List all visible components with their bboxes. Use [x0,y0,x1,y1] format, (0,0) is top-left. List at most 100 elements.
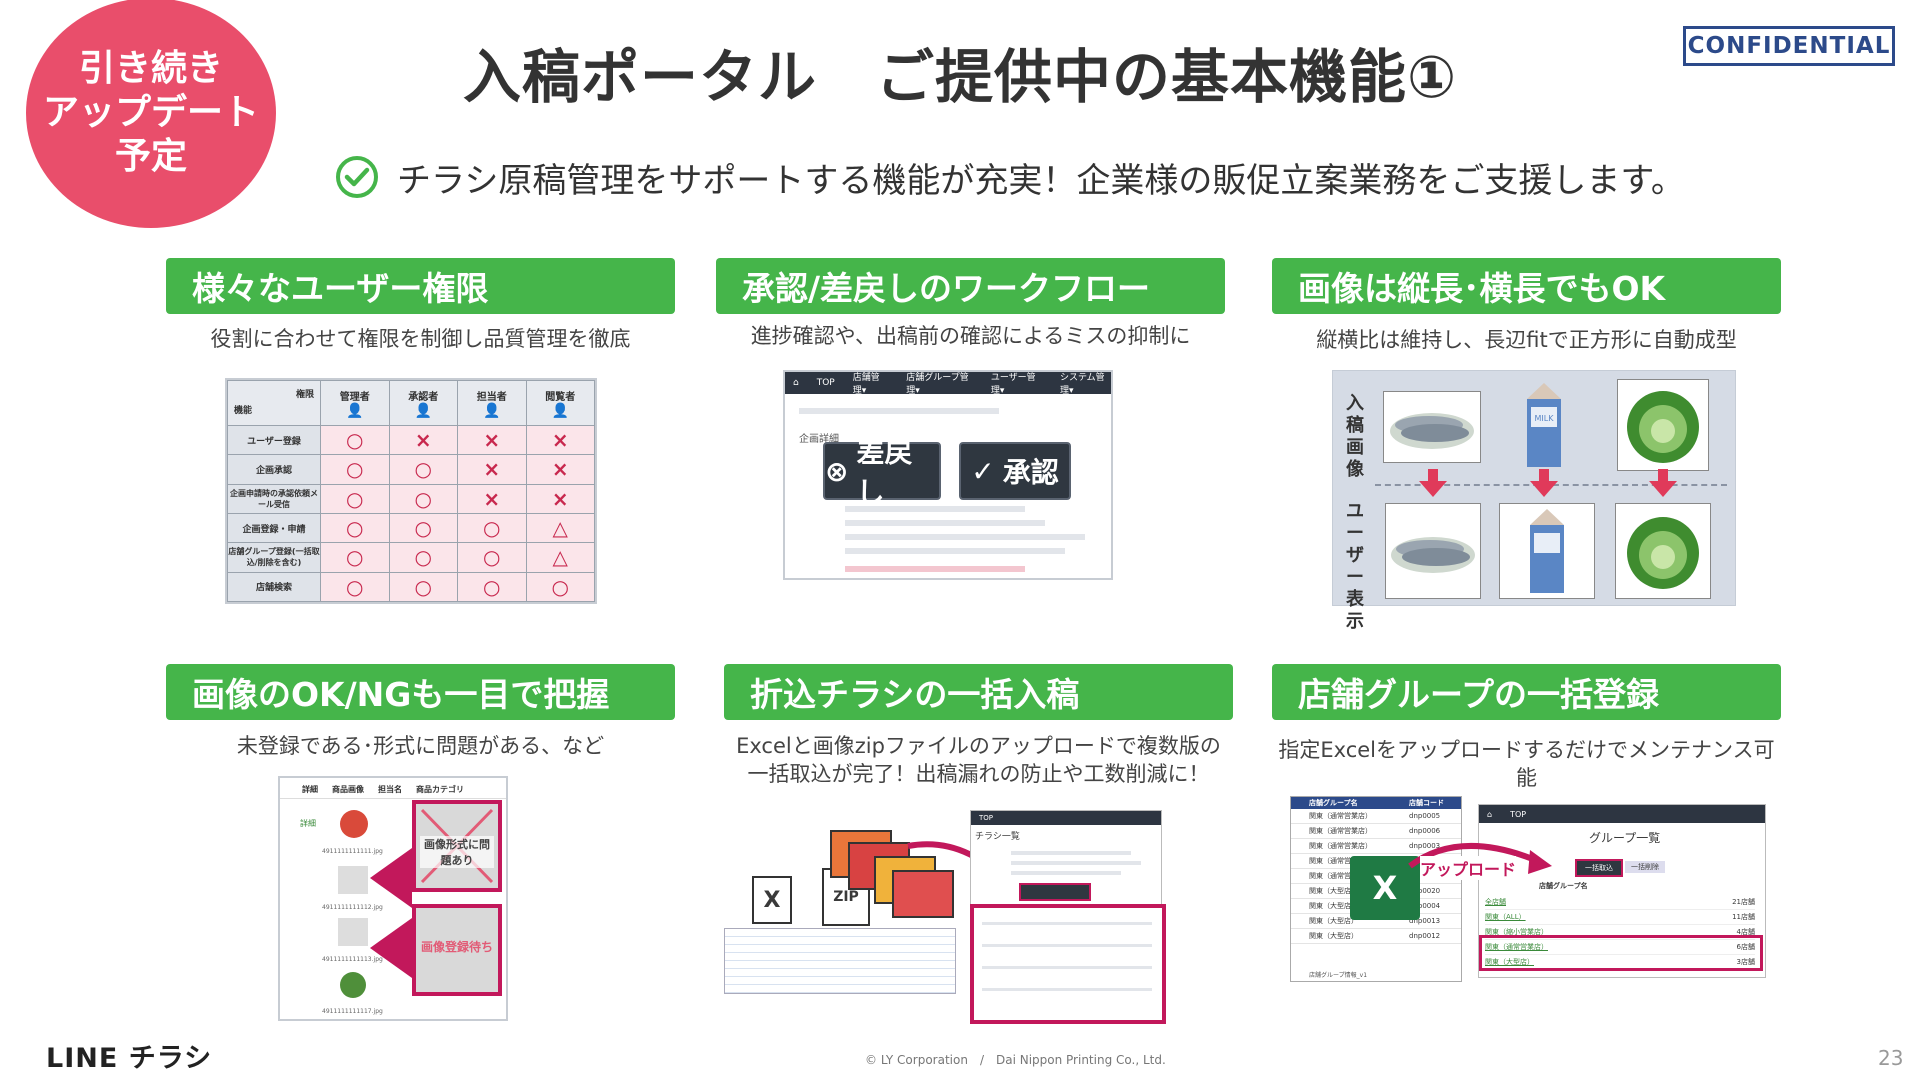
tomato-thumbnail [340,810,368,838]
milk-image: MILK [1523,381,1565,469]
table-row: ユーザー登録 ○ × × × [227,424,595,456]
ng-format-callout: 画像形式に問題あり [412,800,502,892]
pending-thumbnail [338,918,368,946]
approve-button[interactable]: ✓ 承認 [959,442,1071,500]
card-desc-store-group: 指定Excelをアップロードするだけでメンテナンス可能 [1278,738,1775,790]
badge-line-3: 予定 [114,136,187,177]
flyer-list-title: チラシ一覧 [975,832,1020,842]
image-ratio-panel: 入稿画像 ユーザー表示 MILK [1332,370,1736,632]
cabbage-square-image [1615,503,1711,599]
flyer-thumbnail [892,870,954,918]
card-heading-image-ratio: 画像は縦長･横長でもOK [1272,258,1781,314]
flyer-result-callout [970,904,1166,1024]
excel-file-icon: X [752,876,792,924]
perm-role-editor: 担当者👤 [457,380,527,426]
okng-header: 詳細商品画像担当名商品カテゴリ [302,785,464,794]
detail-link[interactable]: 詳細 [300,819,316,828]
table-row: 企画登録・申請 ○ ○ ○ △ [227,512,595,544]
cabbage-thumbnail [340,972,366,998]
page-number: 23 [1878,1046,1904,1070]
milk-carton-icon [1530,509,1564,593]
app-navbar: ⌂ TOP 店舗管理▾ 店舗グループ管理▾ ユーザー管理▾ システム管理▾ [785,372,1111,396]
user-icon: 👤 [414,402,432,419]
card-heading-workflow: 承認/差戻しのワークフロー [716,258,1225,314]
flyer-app-screen: TOP チラシ一覧 [970,810,1162,922]
table-row: 関東（ALL）11店舗 [1485,910,1755,925]
bulk-delete-button[interactable]: 一括削除 [1625,861,1665,873]
down-arrow-icon [1530,469,1558,497]
user-icon: 👤 [551,402,569,419]
down-arrow-icon [1419,469,1447,497]
milk-carton-icon: MILK [1527,383,1561,467]
table-row: 関東（通常営業店）dnp0005 [1291,809,1461,824]
detail-line [845,534,1085,540]
table-row: 関東（通常営業店）dnp0003 [1291,839,1461,854]
bulk-upload-button[interactable] [1019,883,1091,901]
card-desc-image-okng: 未登録である･形式に問題がある、など [236,734,605,758]
flyer-illustration: X ZIP TOP チラシ一覧 [724,800,1233,1030]
perm-role-viewer: 閲覧者👤 [525,380,595,426]
line-chirashi-logo: LINE チラシ [46,1043,213,1074]
table-row: 関東（大型店）dnp0012 [1291,929,1461,944]
card-desc-user-permissions: 役割に合わせて権限を制御し品質管理を徹底 [210,327,631,351]
app-navbar: TOP [971,811,1161,825]
table-row: 関東（通常営業店）6店舗 [1485,940,1755,955]
spreadsheet-preview [724,928,956,994]
card-desc-flyer-bulk: Excelと画像zipファイルのアップロードで複数版の 一括取込が完了！出稿漏れ… [736,734,1221,786]
badge-line-1: 引き続き [78,48,223,89]
ng-thumbnail [338,866,368,894]
badge-line-2: アップデート [42,92,259,133]
detail-line [845,506,1025,512]
permission-table: 権限 機能 管理者👤 承認者👤 担当者👤 閲覧者👤 ユーザー登録 ○ × × ×… [227,380,595,602]
subline: チラシ原稿管理をサポートする機能が充実！企業様の販促立案業務をご支援します。 [335,150,1685,204]
group-link[interactable]: 関東（大型店） [1485,958,1534,966]
user-icon: 👤 [483,402,501,419]
table-row: 企画申請時の承認依頼メール受信 ○ ○ × × [227,483,595,514]
permission-table-screenshot: 権限 機能 管理者👤 承認者👤 担当者👤 閲覧者👤 ユーザー登録 ○ × × ×… [225,378,597,604]
app-navbar: ⌂TOP [1479,805,1765,823]
upload-label: アップロード [1420,856,1517,880]
group-link[interactable]: 関東（縮小営業店） [1485,928,1548,936]
fish-image [1383,391,1481,463]
table-row: 店舗グループ登録(一括取込/削除を含む) ○ ○ ○ △ [227,542,595,573]
cabbage-icon [1627,517,1699,589]
new-groups-highlight [1479,935,1763,971]
excel-icon: X [1350,856,1420,920]
reject-button[interactable]: ⊗ 差戻し [823,436,941,509]
workflow-screenshot: ⌂ TOP 店舗管理▾ 店舗グループ管理▾ ユーザー管理▾ システム管理▾ 企画… [783,370,1113,580]
breadcrumb-bar [799,408,999,414]
card-heading-flyer-bulk: 折込チラシの一括入稿 [724,664,1233,720]
cabbage-icon [1627,391,1699,463]
callout-arrows [370,848,412,978]
page-title: 入稿ポータル ご提供中の基本機能① [462,43,1458,111]
check-circle-icon: ✓ [971,454,995,488]
group-link[interactable]: 全店舗 [1485,898,1506,906]
card-desc-workflow: 進捗確認や、出稿前の確認によるミスの抑制に [750,324,1191,348]
group-link[interactable]: 関東（通常営業店） [1485,943,1548,951]
card-heading-user-permissions: 様々なユーザー権限 [166,258,675,314]
user-icon: 👤 [346,402,364,419]
perm-corner: 権限 機能 [227,380,321,426]
sheet-tab[interactable]: 店舗グループ情報_v1 [1309,972,1368,979]
table-row: 関東（大型店）dnp0013 [1291,914,1461,929]
close-circle-icon: ⊗ [825,454,849,488]
svg-text:MILK: MILK [1535,414,1555,423]
update-badge: 引き続き アップデート 予定 [26,0,276,228]
plan-detail-label: 企画詳細 [799,434,839,445]
confidential-label: CONFIDENTIAL [1683,26,1895,66]
home-icon: ⌂ [793,378,799,388]
bulk-import-button[interactable]: 一括取込 [1575,859,1623,877]
detail-line [845,520,1045,526]
table-row: 店舗検索 ○ ○ ○ ○ [227,571,595,602]
okng-screenshot: 詳細商品画像担当名商品カテゴリ 詳細 4911111111111.jpg 491… [278,776,508,1021]
check-circle-icon [336,156,378,198]
home-icon: ⌂ [1487,809,1493,819]
fish-square-image [1385,503,1481,599]
perm-role-admin: 管理者👤 [320,380,390,426]
table-row: 関東（縮小営業店）4店舗 [1485,925,1755,940]
cabbage-image [1617,379,1709,471]
table-row: 企画承認 ○ ○ × × [227,454,595,485]
group-link[interactable]: 関東（ALL） [1485,913,1526,921]
